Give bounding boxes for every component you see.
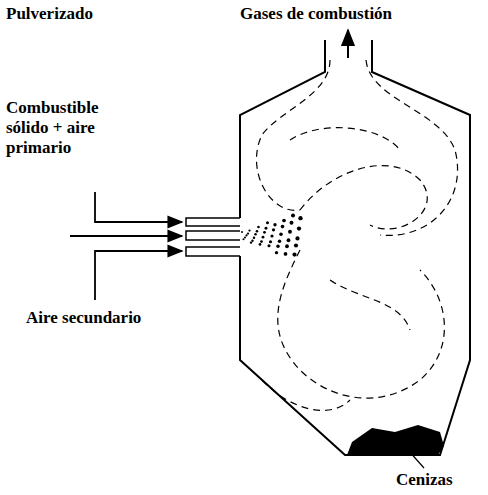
spray-dot — [285, 244, 289, 248]
spray-dot — [266, 221, 269, 224]
spray-dot — [282, 219, 286, 223]
spray-dot — [267, 244, 270, 247]
outlet-label: Gases de combustión — [240, 4, 392, 24]
burner-nozzles — [186, 218, 240, 256]
fuel-spray — [241, 214, 303, 257]
spray-dot — [265, 227, 268, 230]
spray-dot — [295, 236, 299, 240]
spray-dot — [279, 232, 283, 236]
spray-dot — [263, 231, 266, 234]
inlet-label: Combustible sólido + aire primario — [6, 98, 138, 158]
ash-leader — [408, 450, 424, 468]
spray-dot — [250, 241, 252, 243]
exhaust-arrow — [347, 30, 349, 58]
spray-dot — [287, 238, 291, 242]
spray-dot — [278, 240, 282, 244]
spray-dot — [275, 251, 278, 254]
diagram-title: Pulverizado — [6, 4, 93, 24]
spray-dot — [260, 240, 263, 243]
spray-dot — [262, 236, 265, 239]
spray-dot — [270, 234, 273, 237]
spray-dot — [251, 240, 253, 242]
spray-dot — [290, 221, 294, 225]
flow-lines — [256, 60, 457, 410]
ash-pile — [347, 425, 444, 455]
spray-dot — [284, 252, 288, 256]
spray-dot — [269, 240, 272, 243]
spray-dot — [245, 234, 247, 236]
spray-dot — [253, 236, 255, 238]
spray-dot — [291, 214, 295, 218]
inlet-label: Aire secundario — [26, 308, 141, 328]
spray-dot — [298, 216, 302, 220]
spray-dot — [272, 228, 275, 231]
spray-dot — [256, 230, 259, 233]
furnace-wall — [240, 40, 470, 455]
spray-dot — [254, 233, 257, 236]
spray-dot — [297, 226, 301, 230]
spray-dot — [257, 226, 260, 229]
spray-dot — [248, 229, 250, 231]
spray-dot — [247, 232, 249, 234]
spray-dot — [294, 243, 298, 247]
ash-label: Cenizas — [396, 470, 453, 490]
spray-dot — [259, 243, 262, 246]
spray-dot — [241, 231, 243, 233]
spray-dot — [292, 253, 296, 257]
spray-dot — [288, 230, 292, 234]
feed-arrows — [70, 192, 182, 300]
spray-dot — [281, 225, 285, 229]
spray-dot — [276, 245, 279, 248]
spray-dot — [273, 223, 276, 226]
spray-dot — [244, 236, 246, 238]
spray-dot — [242, 238, 244, 240]
